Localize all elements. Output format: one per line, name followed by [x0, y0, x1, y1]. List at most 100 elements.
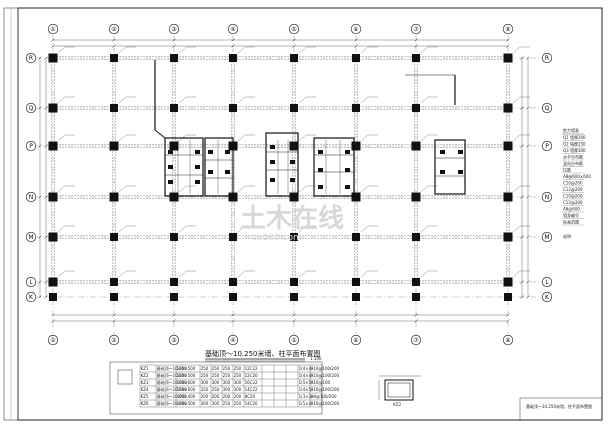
axis-bubble-left-K: K [25, 291, 37, 303]
svg-text:N: N [29, 194, 34, 201]
column-4-0 [290, 54, 298, 62]
sheet-title-block: 基础顶～10.250米墙、柱平面布置图 [519, 397, 602, 420]
column-base-5 [352, 293, 360, 301]
axis-bubble-top-4: ④ [227, 23, 239, 35]
svg-text:L: L [29, 279, 33, 286]
notes-line: Q1 墙厚200 [563, 134, 586, 140]
table-cell: 8C20 [245, 394, 256, 399]
table-cell: 500×500 [177, 366, 196, 371]
table-cell: 250 [223, 366, 231, 371]
notes-line: C12@200 [563, 187, 583, 192]
table-cell: 300 [234, 387, 242, 392]
section-label: KZ3 [393, 402, 401, 407]
notes-footer: 说明 [563, 233, 571, 239]
column-6-2 [411, 141, 421, 151]
column-3-5 [229, 278, 237, 286]
svg-text:⑥: ⑥ [353, 26, 358, 33]
table-cell: 12C20 [245, 373, 258, 378]
column-6-5 [412, 278, 420, 286]
beam-lines [51, 56, 510, 284]
column-base-4 [290, 293, 298, 301]
svg-text:R: R [29, 55, 33, 62]
table-cell: 14C20 [245, 401, 258, 406]
column-4-2 [289, 141, 299, 151]
table-cell: 300 [223, 387, 231, 392]
svg-text:L: L [545, 279, 549, 286]
svg-text:④: ④ [230, 26, 235, 33]
columns [48, 53, 513, 301]
column-3-2 [228, 141, 238, 151]
axis-bubble-bottom-3: ③ [168, 334, 180, 346]
table-cell: 250 [212, 373, 220, 378]
table-cell: 300 [234, 380, 242, 385]
axis-bubble-top-5: ⑤ [288, 23, 300, 35]
column-4-3 [289, 192, 299, 202]
column-7-3 [503, 192, 513, 202]
axis-bubble-right-L: L [541, 276, 553, 288]
axis-bubble-left-M: M [25, 231, 37, 243]
svg-text:P: P [29, 143, 33, 150]
table-cell: KZ2 [141, 373, 149, 378]
table-cell: 400×400 [177, 394, 196, 399]
column-base-3 [229, 293, 237, 301]
table-cell: 500×500 [177, 373, 196, 378]
svg-text:R: R [545, 55, 549, 62]
column-7-5 [503, 277, 513, 287]
column-0-4 [48, 232, 58, 242]
column-1-1 [110, 104, 118, 112]
table-cell: 基础顶～10.250 [157, 386, 187, 392]
axis-bubble-top-3: ③ [168, 23, 180, 35]
sheet-title: 基础顶～10.250米墙、柱平面布置图 [526, 403, 592, 409]
axis-bubble-top-7: ⑦ [410, 23, 422, 35]
table-cell: 250 [223, 401, 231, 406]
table-cell: 1(4×4) [299, 373, 314, 378]
column-7-0 [503, 53, 513, 63]
svg-text:⑥: ⑥ [353, 337, 358, 344]
svg-text:N: N [545, 194, 550, 201]
table-cell: 500×600 [177, 387, 196, 392]
table-cell: 300 [223, 380, 231, 385]
table-cell: 1(5×5) [299, 380, 314, 385]
column-6-4 [412, 233, 420, 241]
column-3-3 [228, 192, 238, 202]
svg-text:K: K [545, 294, 550, 301]
column-0-3 [48, 192, 58, 202]
column-2-4 [170, 233, 178, 241]
notes-line: A6@600 [563, 207, 580, 212]
svg-text:⑤: ⑤ [291, 26, 296, 33]
axis-bubble-top-8: ⑧ [502, 23, 514, 35]
column-3-1 [229, 104, 237, 112]
table-cell: 16C22 [245, 380, 258, 385]
table-cell: 14C22 [245, 387, 258, 392]
table-cell: A8@100/200 [311, 394, 337, 399]
svg-text:M: M [544, 234, 549, 241]
table-cell: 200 [234, 394, 242, 399]
svg-text:P: P [545, 143, 549, 150]
svg-text:③: ③ [171, 26, 176, 33]
table-cell: 600×500 [177, 401, 196, 406]
notes-line: 水平分布筋 [563, 154, 583, 160]
table-cell: KZ4 [141, 387, 149, 392]
column-base-6 [412, 293, 420, 301]
column-0-1 [48, 103, 58, 113]
table-cell: 200 [223, 394, 231, 399]
watermark: 土木在线 co188.com [240, 204, 344, 243]
column-1-0 [110, 54, 118, 62]
table-cell: 300 [212, 401, 220, 406]
column-5-0 [352, 54, 360, 62]
column-0-0 [48, 53, 58, 63]
axis-bubble-left-P: P [25, 140, 37, 152]
table-cell: KZ3 [141, 380, 149, 385]
svg-text:③: ③ [171, 337, 176, 344]
svg-text:④: ④ [230, 337, 235, 344]
table-cell: A10@100/200 [311, 373, 340, 378]
column-6-3 [411, 192, 421, 202]
table-cell: A10@100/200 [311, 387, 340, 392]
axis-bubble-bottom-6: ⑥ [350, 334, 362, 346]
table-cell: 300 [201, 401, 209, 406]
axis-bubble-bottom-8: ⑧ [502, 334, 514, 346]
axis-bubble-bottom-7: ⑦ [410, 334, 422, 346]
table-cell: 1(4×5) [299, 387, 314, 392]
